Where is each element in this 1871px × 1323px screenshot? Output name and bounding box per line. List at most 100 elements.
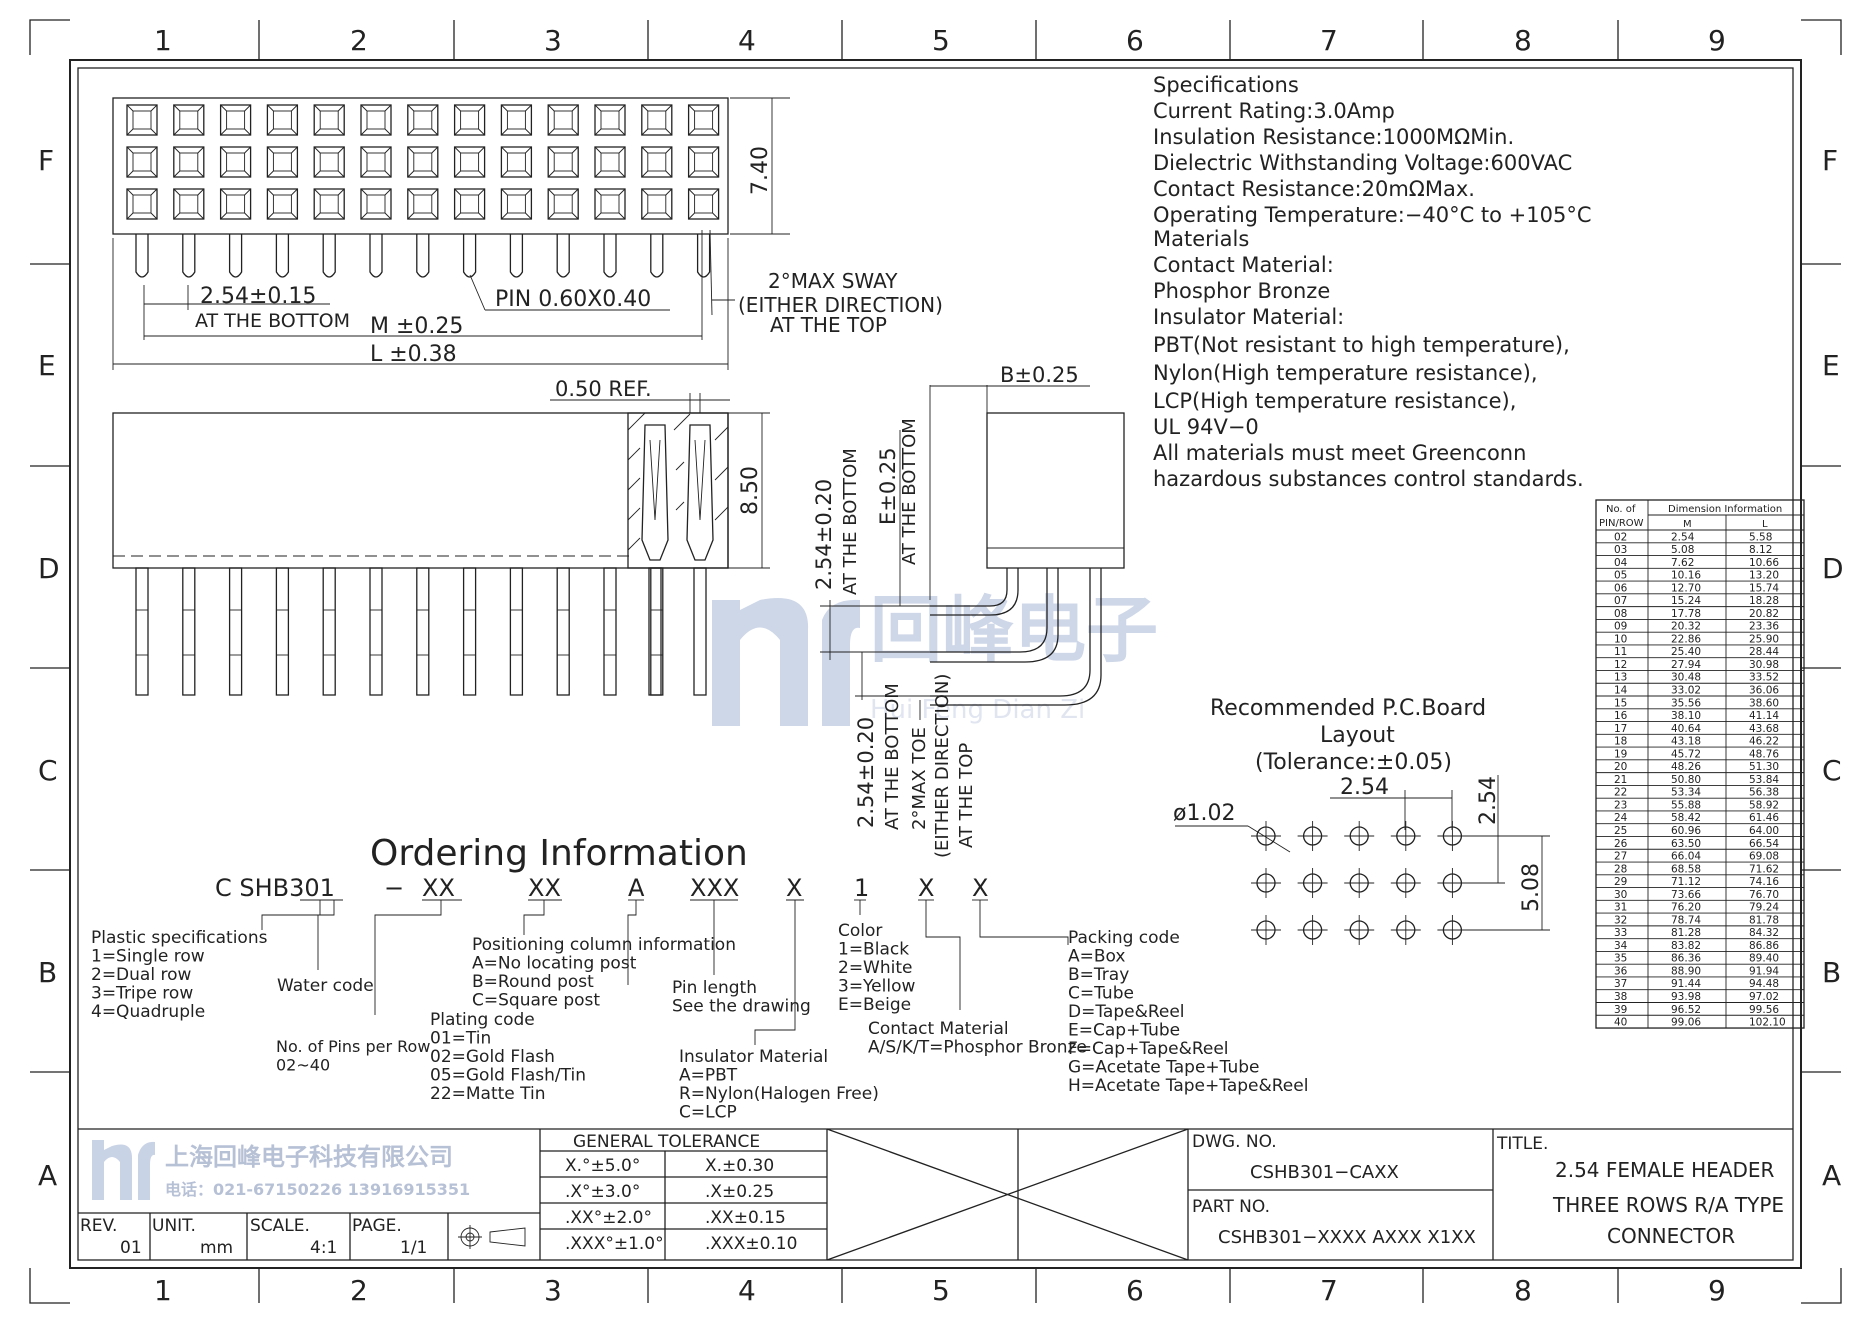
grid-col-top-3: 3 <box>544 24 562 57</box>
dimtable-row-pins: 30 <box>1614 889 1627 901</box>
dimtable-row-pins: 03 <box>1614 544 1627 556</box>
dimtable-row-pins: 37 <box>1614 978 1627 990</box>
dimtable-row-m: 38.10 <box>1671 710 1701 722</box>
dimtable-row-m: 58.42 <box>1671 812 1701 824</box>
spec-line-0: Specifications <box>1153 73 1299 97</box>
dimtable-row-pins: 26 <box>1614 838 1628 850</box>
dimtable-row-l: 64.00 <box>1749 825 1779 837</box>
dimtable-row-pins: 39 <box>1614 1004 1627 1016</box>
top-view-contacts <box>126 104 720 220</box>
dim-toe-3: AT THE TOP <box>956 743 977 848</box>
dimtable-row-pins: 17 <box>1614 723 1627 735</box>
top-view: 7.40 2.54±0.15 AT THE BOTTOM PIN 0.60X0.… <box>112 97 943 370</box>
side-view: B±0.25 2.54±0.20 AT THE BOTTOM E±0.25 AT… <box>812 363 1125 858</box>
dimtable-row-l: 15.74 <box>1749 582 1779 594</box>
ordering-plating-0: Plating code <box>430 1010 535 1030</box>
ordering-packing-8: H=Acetate Tape+Tape&Reel <box>1068 1076 1308 1096</box>
company-phone: 电话：021-67150226 13916915351 <box>165 1180 470 1199</box>
dim-pin-size: PIN 0.60X0.40 <box>495 287 651 312</box>
dimtable-row-l: 51.30 <box>1749 761 1779 773</box>
ordering-insulator-2: R=Nylon(Halogen Free) <box>679 1084 879 1104</box>
grid-row-right-F: F <box>1822 144 1838 177</box>
dimtable-row-l: 56.38 <box>1749 787 1779 799</box>
ordering-plastic-0: Plastic specifications <box>91 928 268 948</box>
dim-e: E±0.25 <box>876 447 900 525</box>
spec-line-13: UL 94V−0 <box>1153 415 1259 439</box>
dimtable-row-m: 2.54 <box>1671 531 1695 543</box>
pcb-layout: Recommended P.C.Board Layout (Tolerance:… <box>1173 696 1550 945</box>
ordering-insulator-0: Insulator Material <box>679 1047 828 1067</box>
dimtable-row-m: 7.62 <box>1671 557 1694 569</box>
spec-line-8: Phosphor Bronze <box>1153 279 1330 303</box>
dim-pitch-bottom: 2.54±0.15 <box>200 284 316 309</box>
pcb-pitch-v: 2.54 <box>1476 776 1501 825</box>
ordering-title: Ordering Information <box>370 833 748 874</box>
dimtable-row-m: 5.08 <box>1671 544 1694 556</box>
dimtable-row-l: 38.60 <box>1749 697 1779 709</box>
dimtable-row-m: 22.86 <box>1671 633 1701 645</box>
grid-row-right-D: D <box>1822 552 1844 585</box>
ordering-positioning-1: A=No locating post <box>472 954 637 974</box>
ordering-positioning-2: B=Round post <box>472 972 594 992</box>
grid-tick-marks <box>30 20 1841 1303</box>
dimtable-row-pins: 11 <box>1614 646 1627 658</box>
ordering-packing-2: B=Tray <box>1068 965 1129 985</box>
dimtable-row-pins: 04 <box>1614 557 1628 569</box>
dimtable-row-pins: 21 <box>1614 774 1627 786</box>
dim-l: L ±0.38 <box>370 342 457 367</box>
dim-pitch-b: 2.54±0.20 <box>854 717 878 828</box>
dim-toe-2: (EITHER DIRECTION) <box>932 674 953 858</box>
order-code-6: X <box>786 874 802 902</box>
ordering-color-0: Color <box>838 921 882 941</box>
pcb-row-space: 5.08 <box>1519 863 1544 912</box>
grid-col-top-7: 7 <box>1320 24 1338 57</box>
ordering-color-1: 1=Black <box>838 940 909 960</box>
top-view-body <box>112 97 729 235</box>
spec-line-9: Insulator Material: <box>1153 305 1344 329</box>
unit-value: mm <box>200 1238 233 1258</box>
watermark-subtext: Hui Feng Dian Zi <box>870 695 1085 725</box>
tolerance-angle-3: .XXX°±1.0° <box>565 1234 664 1254</box>
dim-pitch-a-sub: AT THE BOTTOM <box>840 448 861 595</box>
dimtable-row-m: 10.16 <box>1671 570 1701 582</box>
dimtable-row-l: 69.08 <box>1749 851 1779 863</box>
dimtable-row-pins: 08 <box>1614 608 1627 620</box>
order-code-0: C SHB301 <box>215 874 335 902</box>
rev-value: 01 <box>120 1238 142 1258</box>
tolerance-linear-1: .X±0.25 <box>705 1182 774 1202</box>
page-label: PAGE. <box>352 1216 402 1236</box>
dimtable-row-m: 91.44 <box>1671 978 1701 990</box>
dimtable-row-pins: 14 <box>1614 685 1628 697</box>
spec-line-5: Operating Temperature:−40°C to +105°C <box>1153 203 1592 227</box>
grid-row-left-A: A <box>38 1159 57 1192</box>
dimtable-row-l: 94.48 <box>1749 978 1779 990</box>
dimtable-row-m: 20.32 <box>1671 621 1701 633</box>
dimtable-row-pins: 36 <box>1614 965 1628 977</box>
watermark-logo-2 <box>822 599 860 726</box>
grid-col-top-4: 4 <box>738 24 756 57</box>
ordering-plastic-4: 4=Quadruple <box>91 1002 205 1022</box>
dimtable-row-m: 83.82 <box>1671 940 1701 952</box>
dimtable-row-m: 30.48 <box>1671 672 1701 684</box>
ordering-insulator-3: C=LCP <box>679 1103 737 1123</box>
dim-toe-1: 2°MAX TOE <box>909 727 930 830</box>
ordering-positioning-3: C=Square post <box>472 991 600 1011</box>
dimtable-row-m: 40.64 <box>1671 723 1701 735</box>
tolerance-linear-0: X.±0.30 <box>705 1156 774 1176</box>
dimtable-row-pins: 22 <box>1614 787 1627 799</box>
watermark: 回峰电子 Hui Feng Dian Zi <box>712 588 1158 726</box>
dimtable-row-l: 91.94 <box>1749 965 1779 977</box>
spec-line-6: Materials <box>1153 227 1249 251</box>
dimtable-row-pins: 07 <box>1614 595 1627 607</box>
grid-col-bottom-9: 9 <box>1708 1274 1726 1307</box>
dimtable-row-m: 81.28 <box>1671 927 1701 939</box>
order-code-9: X <box>972 874 988 902</box>
grid-row-right-B: B <box>1822 956 1841 989</box>
dimtable-row-pins: 31 <box>1614 902 1627 914</box>
ordering-pins-0: No. of Pins per Row <box>276 1037 430 1056</box>
dimtable-header-l: L <box>1762 519 1768 530</box>
dimtable-row-pins: 29 <box>1614 876 1627 888</box>
dimtable-row-m: 73.66 <box>1671 889 1701 901</box>
